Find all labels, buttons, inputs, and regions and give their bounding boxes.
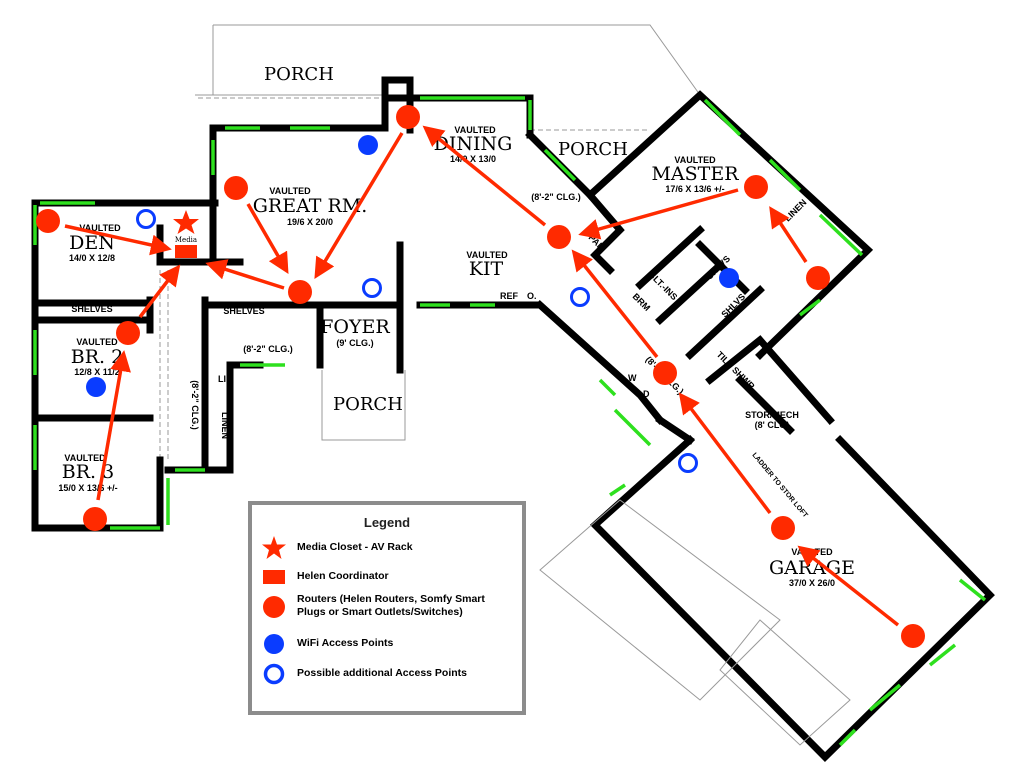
hall-clg-label: (8'-2" CLG.): [190, 380, 200, 429]
router-icon: [744, 175, 768, 199]
garage-name: GARAGE: [769, 557, 855, 579]
garage-dims: 37/0 X 26/0: [789, 578, 835, 588]
kitchen-vaulted: VAULTED: [466, 250, 508, 260]
router-icon: [116, 321, 140, 345]
den-name: DEN: [69, 232, 115, 254]
possible-access-point-icon: [362, 278, 382, 298]
router-icon: [771, 516, 795, 540]
router-icon: [83, 507, 107, 531]
mesh-arrows: [64, 125, 900, 627]
media-label: Media: [175, 236, 197, 244]
brm-label: BRM: [631, 291, 653, 313]
ref-label: REF: [500, 291, 519, 301]
br2-name: BR. 2: [71, 346, 123, 368]
helen-coordinator-icon: [175, 245, 197, 258]
media-closet-star-icon: [173, 210, 199, 234]
master-vaulted: VAULTED: [674, 155, 716, 165]
possible-access-point-icon: [570, 287, 590, 307]
oven-label: O.: [527, 291, 537, 301]
router-icon: [396, 105, 420, 129]
legend-label: Helen Coordinator: [297, 570, 389, 582]
stor-mech-clg: (8' CLG): [755, 420, 790, 430]
br3-name: BR. 3: [62, 461, 114, 483]
router-icon: [901, 624, 925, 648]
windows: [33, 96, 987, 747]
arrow: [96, 350, 131, 501]
foyer-clg: (9' CLG.): [336, 338, 373, 348]
possible-access-point-icon: [136, 209, 156, 229]
porch-top-label: PORCH: [264, 64, 334, 85]
legend-label: Media Closet - AV Rack: [297, 541, 413, 553]
wifi-access-point-icon: [719, 268, 739, 288]
dining-dims: 14/0 X 13/0: [450, 154, 496, 164]
porch-outlines: [159, 24, 701, 528]
den-vaulted: VAULTED: [79, 223, 121, 233]
master-dims: 17/6 X 13/6 +/-: [665, 184, 724, 194]
br2-dims: 12/8 X 11/2: [74, 367, 120, 377]
master-name: MASTER: [651, 163, 739, 185]
washer-label: W: [628, 373, 637, 383]
arrow: [769, 206, 808, 263]
arrow: [578, 188, 739, 240]
router-icon: [806, 266, 830, 290]
br3-dims: 15/0 X 13/6 +/-: [58, 483, 117, 493]
arrow: [314, 132, 404, 280]
router-icon: [36, 209, 60, 233]
arrow: [571, 249, 659, 359]
wifi-access-point-icon: [358, 135, 378, 155]
star-icon: [262, 536, 286, 559]
br3-vaulted: VAULTED: [64, 453, 106, 463]
porch-right-label: PORCH: [558, 139, 628, 160]
great-room-vaulted: VAULTED: [269, 186, 311, 196]
legend-label: Routers (Helen Routers, Somfy Smart Plug…: [297, 593, 485, 618]
blue-circle-icon: [264, 634, 284, 654]
arrow: [205, 259, 285, 290]
den-dims: 14/0 X 12/8: [69, 253, 115, 263]
router-icon: [653, 361, 677, 385]
possible-access-point-icon: [678, 453, 698, 473]
arrow: [246, 203, 289, 275]
kitchen-clg-label: (8'-2" CLG.): [531, 192, 580, 202]
wifi-access-point-icon: [86, 377, 106, 397]
blue-ring-icon: [263, 663, 285, 685]
kitchen-name: KIT: [469, 258, 504, 280]
arrow: [422, 125, 547, 227]
router-icon: [547, 225, 571, 249]
linen-label: LINEN: [220, 412, 230, 439]
arrow: [138, 264, 181, 319]
great-room-name: GREAT RM.: [253, 195, 368, 217]
arrow: [64, 224, 172, 256]
garage-car-outlines: [539, 499, 851, 746]
lin-label: LIN: [218, 374, 233, 384]
arrow: [678, 392, 772, 515]
arrow: [797, 545, 900, 627]
great-room-dims: 19/6 X 20/0: [287, 217, 333, 227]
legend-label: Possible additional Access Points: [297, 667, 467, 679]
dryer-label: D: [643, 389, 650, 399]
bath-clg-label: (8'-2" CLG.): [243, 344, 292, 354]
foyer-name: FOYER: [320, 316, 390, 338]
linen-label-master: LINEN: [782, 197, 808, 223]
router-icon: [288, 280, 312, 304]
ladder-label: LADDER TO STOR LOFT: [750, 452, 809, 520]
legend-label: WiFi Access Points: [297, 637, 394, 649]
porch-front-label: PORCH: [333, 394, 403, 415]
br2-vaulted: VAULTED: [76, 337, 118, 347]
stor-mech-name: STOR/MECH: [745, 410, 799, 420]
red-circle-icon: [263, 596, 285, 618]
network-markers: Media: [36, 105, 925, 648]
legend-title: Legend: [363, 515, 411, 530]
shelves-label: SHELVES: [223, 306, 264, 316]
shelves-label: SHELVES: [71, 304, 112, 314]
blt-ins-label: BLT.-INS: [647, 269, 680, 302]
router-icon: [224, 176, 248, 200]
dining-vaulted: VAULTED: [454, 125, 496, 135]
legend: Legend Media Closet - AV Rack Helen Coor…: [248, 501, 526, 715]
rectangle-icon: [263, 570, 285, 584]
